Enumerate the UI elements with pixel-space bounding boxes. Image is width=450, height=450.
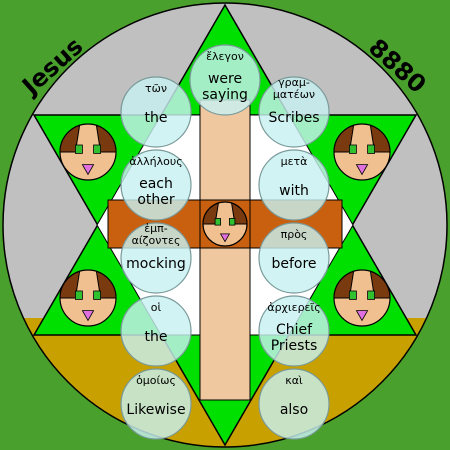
word-circle-shape bbox=[258, 222, 330, 294]
english-word: Likewise bbox=[126, 402, 185, 418]
face-eye-icon bbox=[348, 290, 357, 300]
word-circle: πρὸς before bbox=[258, 222, 330, 294]
face-hair-icon bbox=[333, 270, 355, 299]
face-eye-icon bbox=[75, 290, 83, 300]
word-circle-shape bbox=[258, 76, 330, 148]
face-eye-icon bbox=[367, 290, 376, 300]
face-hair-icon bbox=[59, 270, 81, 299]
english-word: mocking bbox=[126, 256, 186, 272]
word-circle-shape bbox=[120, 222, 192, 294]
face-eye-icon bbox=[75, 144, 83, 154]
greek-word: αίζοντες bbox=[132, 234, 181, 247]
face-mouth-icon bbox=[355, 310, 369, 322]
face-hair-icon bbox=[230, 202, 248, 225]
english-word: with bbox=[279, 183, 309, 199]
greek-word: ἔλεγον bbox=[206, 50, 244, 63]
english-word: Chief bbox=[276, 322, 313, 338]
faces-layer bbox=[59, 123, 391, 327]
word-circle-shape bbox=[258, 368, 330, 440]
word-circle-shape bbox=[258, 149, 330, 221]
word-circle: ἐμπ-αίζοντες mocking bbox=[120, 222, 192, 294]
greek-word: οἱ bbox=[151, 301, 162, 314]
greek-word: ὁμοίως bbox=[136, 374, 176, 387]
word-circle-shape bbox=[120, 76, 192, 148]
greek-word: μετὰ bbox=[281, 155, 308, 168]
english-word: were bbox=[208, 71, 242, 87]
face-mouth-icon bbox=[81, 310, 95, 322]
face-mouth-icon bbox=[355, 164, 369, 176]
face-hair-icon bbox=[369, 124, 391, 153]
face-hair-icon bbox=[333, 124, 355, 153]
word-circle-shape bbox=[120, 295, 192, 367]
greek-word: ἀρχιερεῖς bbox=[267, 301, 320, 314]
face-eye-icon bbox=[214, 218, 222, 226]
face-hair-icon bbox=[95, 124, 117, 153]
face-hair-icon bbox=[59, 124, 81, 153]
face-center bbox=[202, 201, 248, 247]
greek-word: ἀλλήλους bbox=[129, 155, 182, 168]
face-mouth-icon bbox=[81, 164, 95, 176]
face-eye-icon bbox=[348, 144, 357, 154]
greek-word: καὶ bbox=[285, 374, 303, 387]
word-circle-shape bbox=[120, 368, 192, 440]
greek-word: γραμ- bbox=[278, 76, 310, 89]
english-word: Scribes bbox=[268, 110, 319, 126]
face-upper-left bbox=[59, 123, 117, 181]
face-lower-right bbox=[333, 269, 391, 327]
cross-vertical-bar bbox=[199, 99, 251, 401]
face-upper-right bbox=[333, 123, 391, 181]
english-word: the bbox=[145, 110, 168, 126]
english-word: saying bbox=[202, 87, 248, 103]
word-circle-shape bbox=[258, 295, 330, 367]
greek-word: ἐμπ- bbox=[144, 222, 168, 235]
face-eye-icon bbox=[228, 218, 236, 226]
face-eye-icon bbox=[367, 144, 376, 154]
word-circle: μετὰ with bbox=[258, 149, 330, 221]
word-circle: καὶ also bbox=[258, 368, 330, 440]
greek-word: πρὸς bbox=[281, 228, 308, 241]
english-word: each bbox=[139, 176, 173, 192]
face-mouth-icon bbox=[219, 233, 231, 243]
word-circle-shape bbox=[189, 44, 261, 116]
face-hair-icon bbox=[202, 202, 220, 225]
greek-word: ματέων bbox=[273, 88, 315, 101]
english-word: other bbox=[137, 192, 175, 208]
face-hair-icon bbox=[95, 270, 117, 299]
face-eye-icon bbox=[93, 144, 101, 154]
face-hair-icon bbox=[369, 270, 391, 299]
word-circle: οἱ the bbox=[120, 295, 192, 367]
word-circle-shape bbox=[120, 149, 192, 221]
english-word: Priests bbox=[271, 338, 318, 354]
word-circle: τῶν the bbox=[120, 76, 192, 148]
face-lower-left bbox=[59, 269, 117, 327]
english-word: also bbox=[280, 402, 308, 418]
english-word: the bbox=[145, 329, 168, 345]
greek-word: τῶν bbox=[145, 82, 167, 95]
face-eye-icon bbox=[93, 290, 101, 300]
english-word: before bbox=[271, 256, 316, 272]
